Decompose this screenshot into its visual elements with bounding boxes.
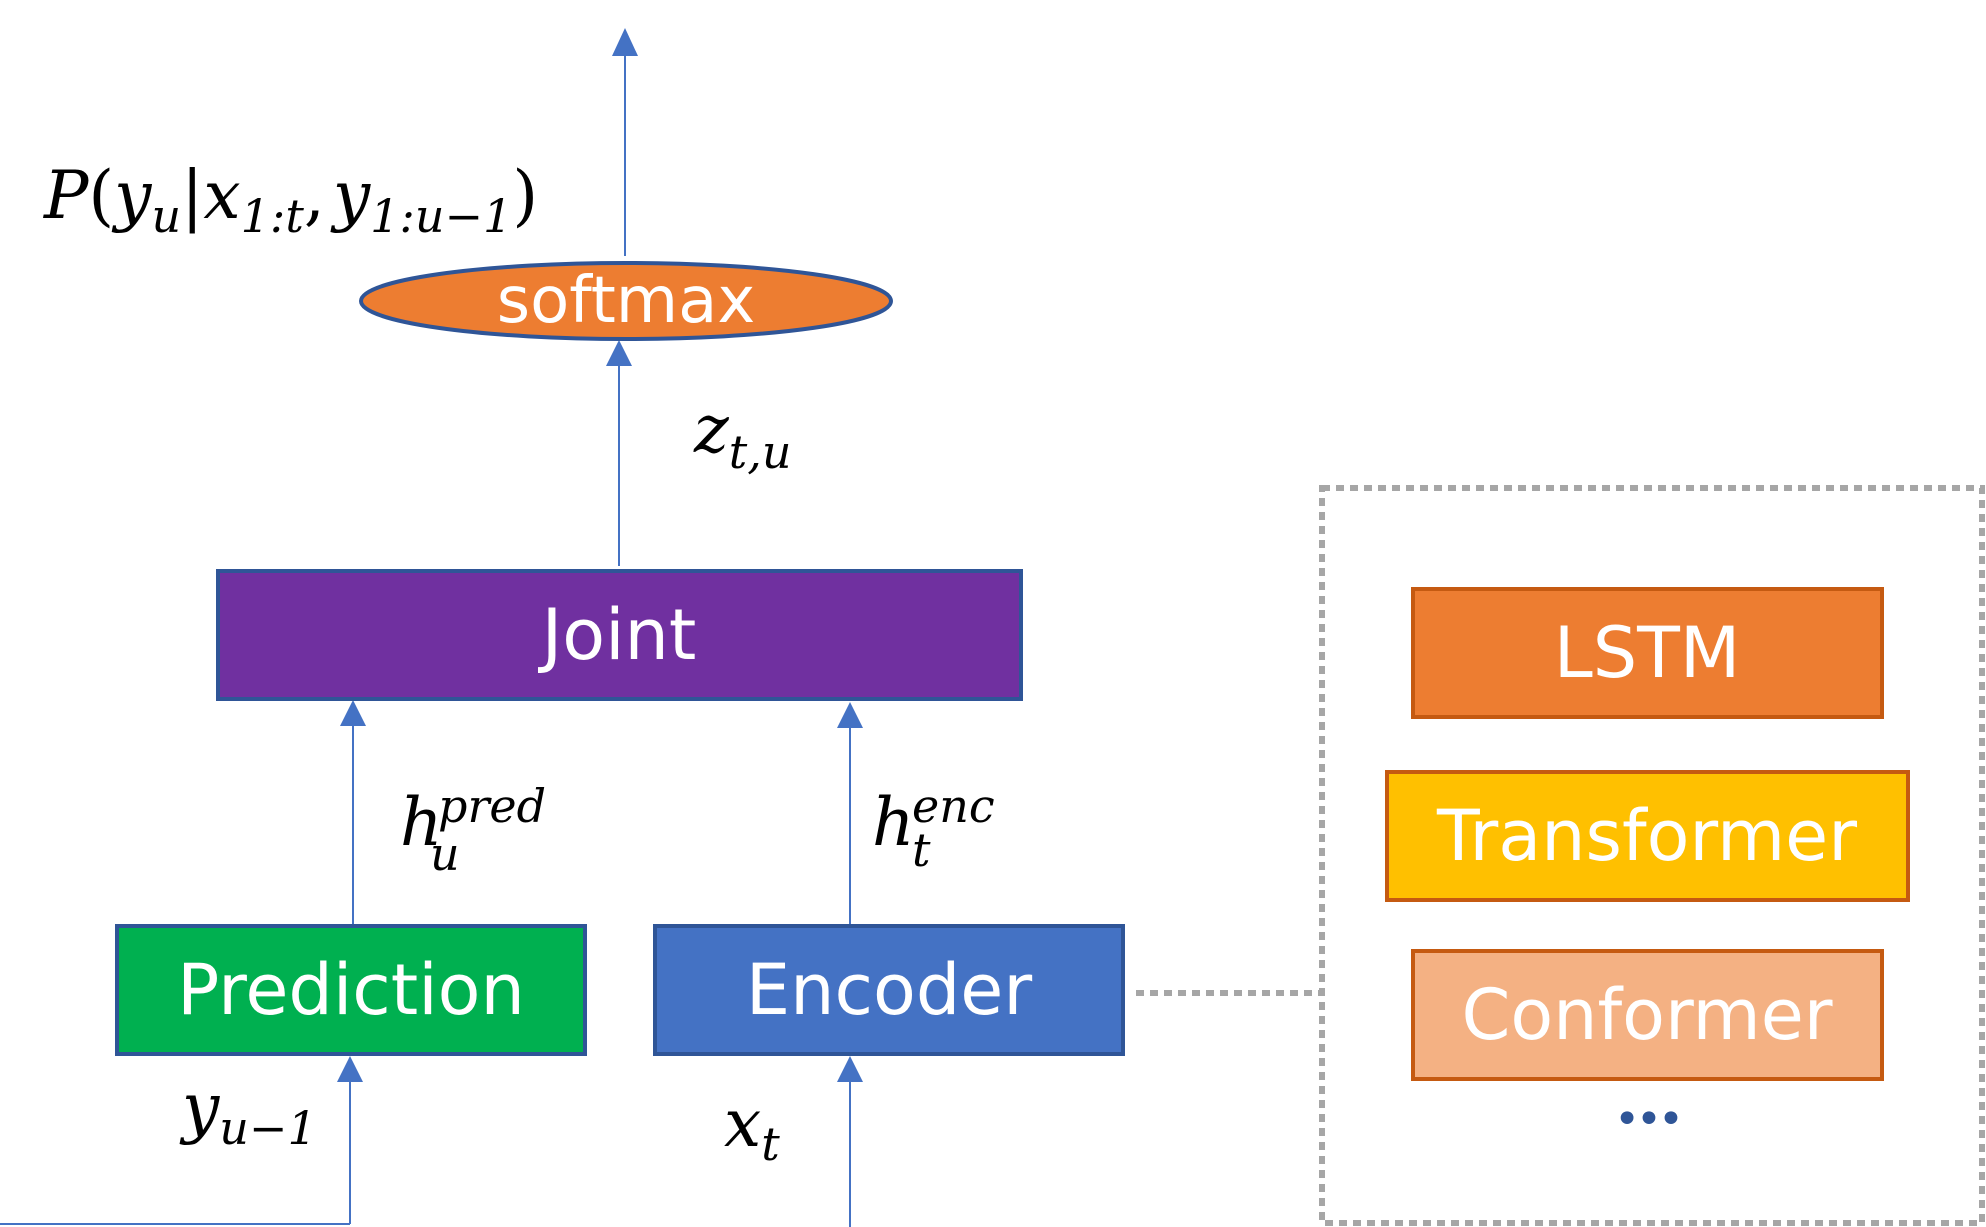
transformer-option: Transformer bbox=[1385, 770, 1910, 902]
conformer-label: Conformer bbox=[1461, 974, 1832, 1056]
encoder-node: Encoder bbox=[653, 924, 1125, 1056]
encoder-label: Encoder bbox=[746, 949, 1032, 1031]
arrowhead-output bbox=[612, 28, 638, 56]
softmax-label: softmax bbox=[497, 264, 755, 338]
arrowhead-joint-left bbox=[340, 700, 366, 726]
lstm-option: LSTM bbox=[1411, 587, 1884, 719]
prediction-node: Prediction bbox=[115, 924, 587, 1056]
y-prev-label: yu−1 bbox=[179, 1069, 317, 1155]
joint-node: Joint bbox=[216, 569, 1023, 701]
svg-text:t: t bbox=[912, 823, 931, 877]
encoder-options-container bbox=[1319, 485, 1985, 1226]
svg-text:enc: enc bbox=[912, 779, 995, 833]
output-probability-formula: P(yu|x1:t,y1:u−1) bbox=[43, 157, 538, 243]
z-label: zt,u bbox=[693, 391, 792, 479]
transformer-label: Transformer bbox=[1436, 795, 1857, 877]
lstm-label: LSTM bbox=[1554, 612, 1741, 694]
conformer-option: Conformer bbox=[1411, 949, 1884, 1081]
arrowhead-prediction bbox=[337, 1056, 363, 1082]
svg-text:u: u bbox=[430, 827, 460, 881]
svg-text:h: h bbox=[400, 784, 443, 861]
arrows bbox=[0, 28, 863, 1227]
prediction-label: Prediction bbox=[177, 949, 525, 1031]
arrowhead-joint-right bbox=[837, 702, 863, 728]
arrowhead-encoder bbox=[837, 1056, 863, 1082]
x-t-label: xt bbox=[724, 1085, 780, 1171]
h-pred-label: h pred u bbox=[400, 779, 546, 881]
svg-text:h: h bbox=[872, 784, 915, 861]
svg-text:pred: pred bbox=[438, 779, 546, 833]
more-options-ellipsis: ••• bbox=[1614, 1094, 1680, 1145]
h-enc-label: h enc t bbox=[872, 779, 995, 877]
joint-label: Joint bbox=[538, 594, 697, 676]
arrowhead-softmax bbox=[606, 340, 632, 366]
softmax-node: softmax bbox=[359, 261, 893, 341]
